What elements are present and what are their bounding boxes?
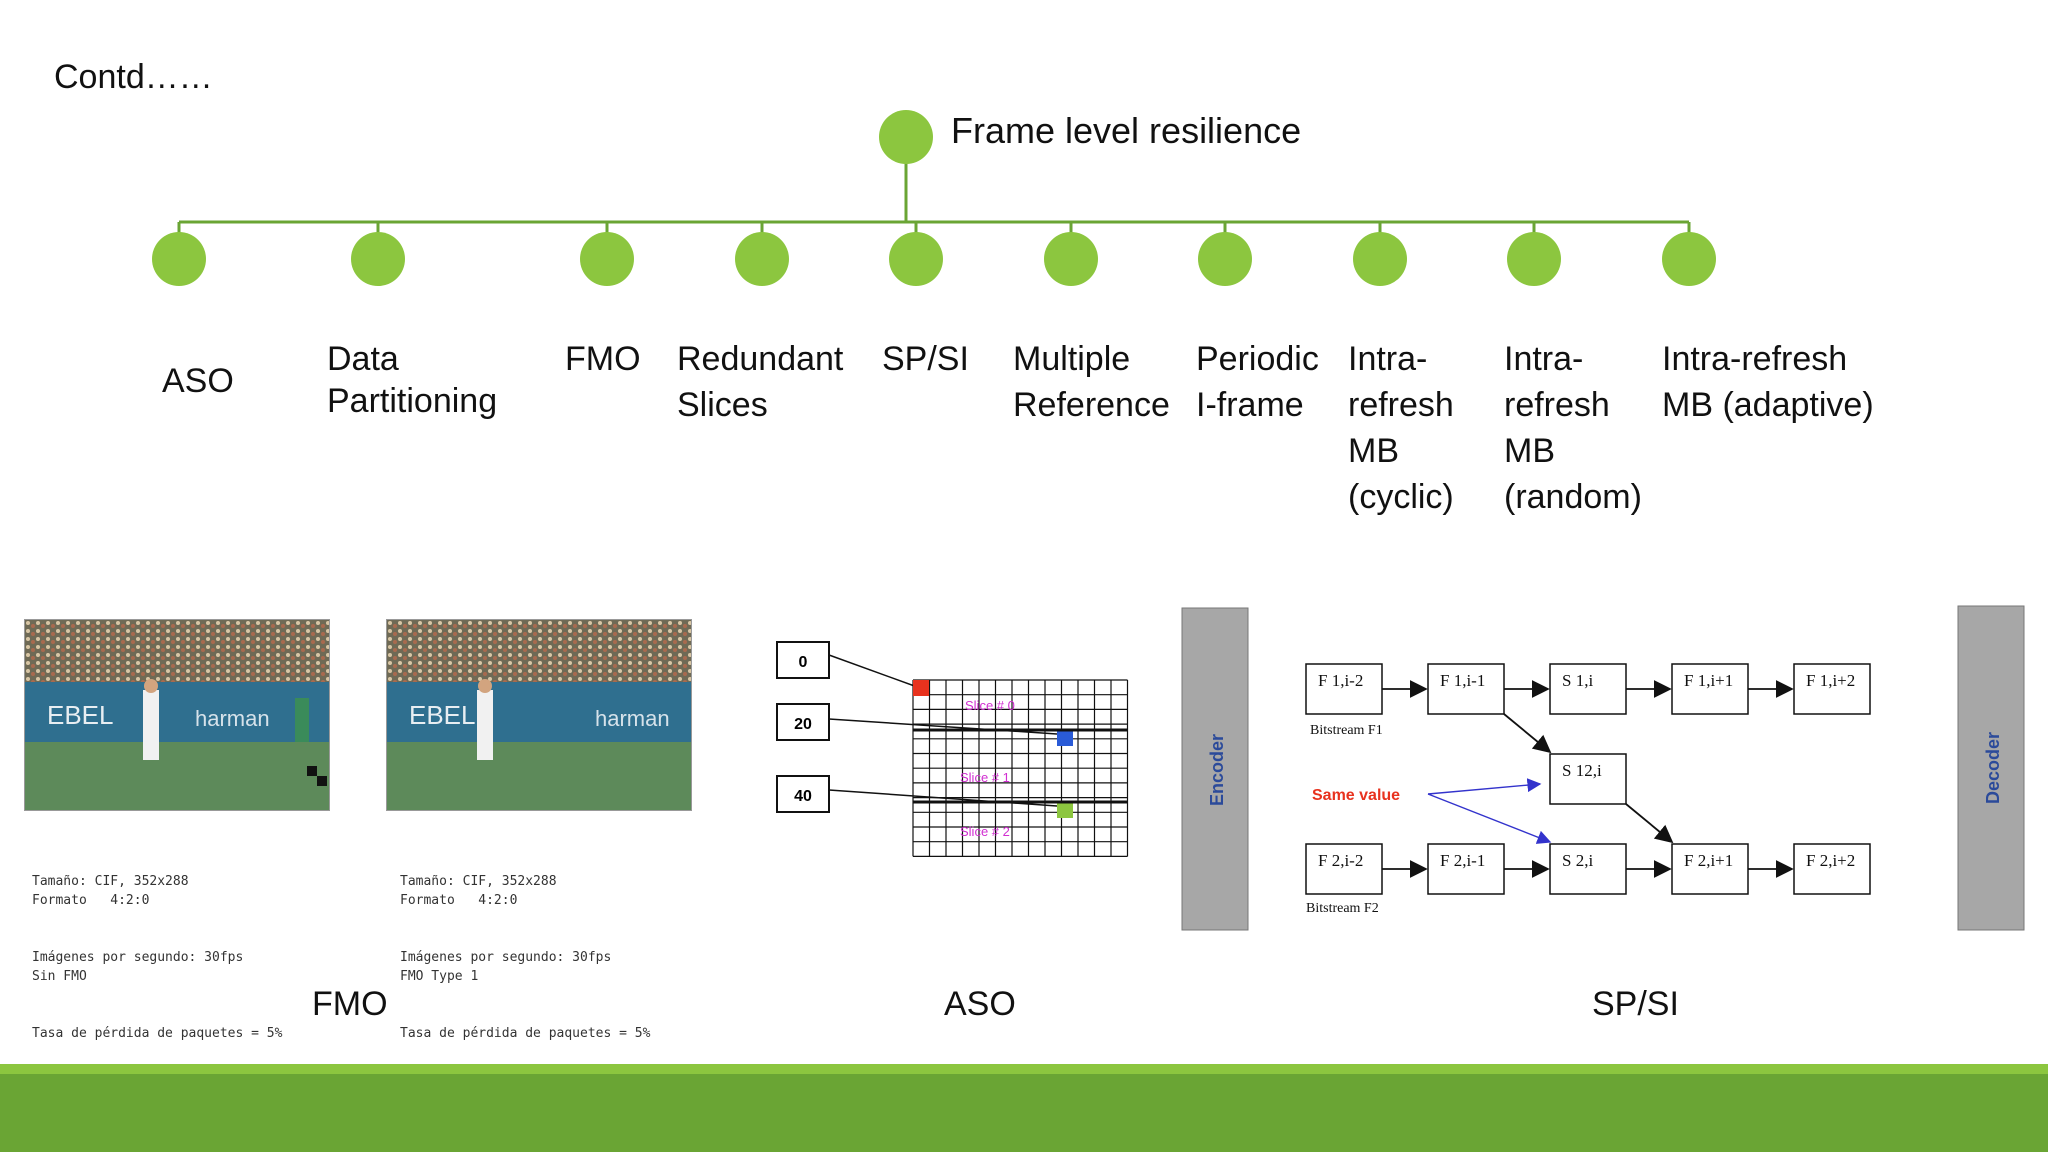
encoder-bar: [1181, 607, 1249, 931]
spsi-bottom-label-5: F 2,i+2: [1806, 851, 1855, 870]
node-dot-intra-refresh-adaptive: [1662, 232, 1716, 286]
spsi-top-box-5: [1793, 663, 1871, 715]
node-dot-periodic-iframe: [1198, 232, 1252, 286]
aso-caption: ASO: [944, 985, 1016, 1023]
fmo-frame-without-fmo: EBEL harman: [24, 619, 330, 811]
aso-box-label-0: 0: [799, 654, 808, 671]
spsi-bottom-box-4: [1671, 843, 1749, 895]
aso-box-label-40: 40: [794, 788, 812, 805]
aso-slice2-marker: [1057, 802, 1073, 818]
decoder-bar: [1957, 605, 2025, 931]
spsi-top-label-5: F 1,i+2: [1806, 671, 1855, 690]
node-dot-intra-refresh-random: [1507, 232, 1561, 286]
footer-bar: [0, 1074, 2048, 1152]
spsi-bottom-label-1: F 2,i-2: [1318, 851, 1363, 870]
banner-text: EBEL: [409, 700, 476, 730]
spsi-top-box-2: [1427, 663, 1505, 715]
aso-slice-label-0: Slice # 0: [965, 698, 1015, 713]
spsi-top-label-4: F 1,i+1: [1684, 671, 1733, 690]
node-dot-aso: [152, 232, 206, 286]
spsi-middle-label: S 12,i: [1562, 761, 1602, 780]
same-value-label: Same value: [1312, 787, 1400, 804]
spsi-bottom-label-2: F 2,i-1: [1440, 851, 1485, 870]
aso-box-label-20: 20: [794, 716, 812, 733]
aso-slice1-marker: [1057, 730, 1073, 746]
encoder-label: Encoder: [1207, 734, 1227, 806]
slide-title: Contd……: [54, 58, 213, 96]
bitstream2-label: Bitstream F2: [1306, 901, 1379, 916]
spsi-top-label-3: S 1,i: [1562, 671, 1593, 690]
aso-slice0-marker: [913, 680, 929, 696]
node-dot-spsi: [889, 232, 943, 286]
node-label-spsi: SP/SI: [882, 340, 969, 378]
node-dot-fmo: [580, 232, 634, 286]
decoder-label: Decoder: [1983, 732, 2003, 804]
root-node-dot: [879, 110, 933, 164]
node-label-fmo: FMO: [565, 340, 641, 378]
spsi-bottom-label-3: S 2,i: [1562, 851, 1593, 870]
spsi-middle-box: [1549, 753, 1627, 805]
node-dot-data-partitioning: [351, 232, 405, 286]
spsi-top-box-1: [1305, 663, 1383, 715]
aso-box-20: [776, 703, 830, 741]
fmo-caption: FMO: [312, 985, 388, 1023]
spsi-bottom-box-2: [1427, 843, 1505, 895]
spsi-bottom-label-4: F 2,i+1: [1684, 851, 1733, 870]
banner-text-right: harman: [595, 706, 670, 731]
node-label-intra-refresh-cyclic: Intra-refresh MB(cyclic): [1348, 340, 1454, 516]
fmo-frame-with-fmo: EBEL harman: [386, 619, 692, 811]
spsi-bottom-box-5: [1793, 843, 1871, 895]
node-dot-multiple-reference: [1044, 232, 1098, 286]
spsi-diagram: Encoder Decoder F 1,i-2 F 1,i-1 S 1,i F …: [1181, 605, 2025, 931]
root-node-label: Frame level resilience: [951, 110, 1302, 151]
aso-box-40: [776, 775, 830, 813]
spsi-top-box-4: [1671, 663, 1749, 715]
tennis-frame-image: EBEL harman: [25, 620, 329, 810]
banner-text-right: harman: [195, 706, 270, 731]
node-dot-intra-refresh-cyclic: [1353, 232, 1407, 286]
banner-text: EBEL: [47, 700, 114, 730]
aso-diagram: 0 20 40 Slice # 0 Slice # 1 Slice # 2: [776, 641, 1129, 857]
spsi-top-box-3: [1549, 663, 1627, 715]
node-label-intra-refresh-random: Intra-refresh MB(random): [1504, 340, 1642, 516]
spsi-bottom-box-1: [1305, 843, 1383, 895]
node-dot-redundant-slices: [735, 232, 789, 286]
spsi-top-label-1: F 1,i-2: [1318, 671, 1363, 690]
spsi-top-label-2: F 1,i-1: [1440, 671, 1485, 690]
spsi-caption: SP/SI: [1592, 985, 1679, 1023]
node-label-aso: ASO: [162, 362, 234, 400]
footer-accent-line: [0, 1064, 2048, 1074]
bitstream1-label: Bitstream F1: [1310, 723, 1383, 738]
aso-slice-label-2: Slice # 2: [960, 824, 1010, 839]
aso-box-0: [776, 641, 830, 679]
aso-slice-label-1: Slice # 1: [960, 770, 1010, 785]
tennis-frame-image: EBEL harman: [387, 620, 691, 810]
